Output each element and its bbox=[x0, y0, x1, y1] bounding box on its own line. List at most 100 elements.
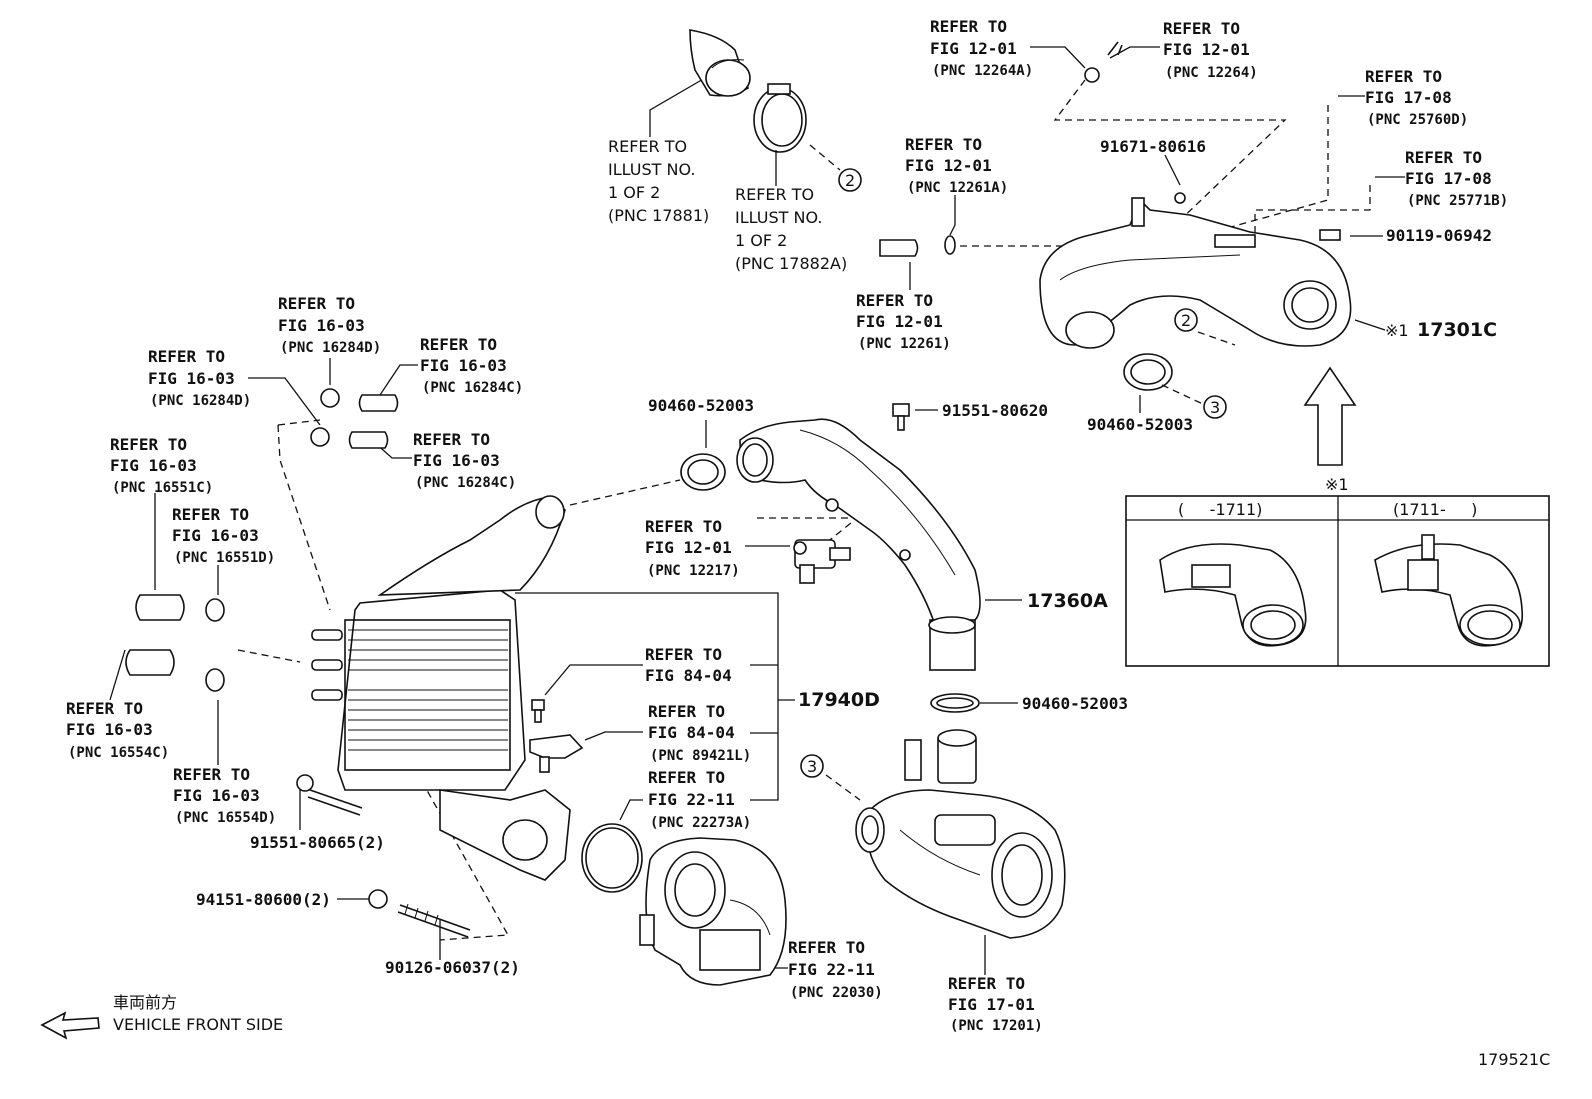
svg-text:REFER TO: REFER TO bbox=[735, 185, 814, 204]
part-number-90460-left: 90460-52003 bbox=[648, 396, 754, 415]
label-fig1603-16551d: REFER TO FIG 16-03 (PNC 16551D) bbox=[172, 505, 275, 566]
svg-text:REFER TO: REFER TO bbox=[172, 505, 249, 524]
svg-text:(PNC 16284D): (PNC 16284D) bbox=[280, 340, 381, 356]
label-fig1603-16554d: REFER TO FIG 16-03 (PNC 16554D) bbox=[173, 765, 276, 826]
part-clamp-lower bbox=[930, 693, 980, 713]
part-number-90119: 90119-06942 bbox=[1386, 226, 1492, 245]
part-clips-top bbox=[1084, 41, 1123, 83]
svg-text:REFER TO: REFER TO bbox=[645, 517, 722, 536]
part-sensor bbox=[529, 734, 584, 773]
part-clamp-middle bbox=[680, 453, 726, 491]
svg-text:(PNC 17881): (PNC 17881) bbox=[608, 206, 709, 225]
label-fig1201-12217: REFER TO FIG 12-01 (PNC 12217) bbox=[645, 517, 740, 579]
direction-label-en: VEHICLE FRONT SIDE bbox=[113, 1015, 283, 1034]
label-fig1701-17201: REFER TO FIG 17-01 (PNC 17201) bbox=[948, 974, 1043, 1034]
svg-text:REFER TO: REFER TO bbox=[948, 974, 1025, 993]
label-fig1201-12264a: REFER TO FIG 12-01 (PNC 12264A) bbox=[930, 17, 1033, 79]
part-clamp-top bbox=[753, 83, 807, 153]
svg-text:(PNC 12264): (PNC 12264) bbox=[1165, 65, 1258, 81]
svg-text:FIG 12-01: FIG 12-01 bbox=[930, 39, 1017, 58]
svg-text:(PNC 16284C): (PNC 16284C) bbox=[422, 380, 523, 396]
svg-text:ILLUST NO.: ILLUST NO. bbox=[608, 160, 695, 179]
svg-text:(PNC 16554C): (PNC 16554C) bbox=[68, 745, 169, 761]
direction-label-jp: 車両前方 bbox=[113, 993, 177, 1012]
part-number-17301c-mark: ※1 bbox=[1385, 321, 1409, 340]
svg-text:FIG 12-01: FIG 12-01 bbox=[856, 312, 943, 331]
label-fig8404-89421l: REFER TO FIG 84-04 (PNC 89421L) bbox=[648, 702, 751, 764]
svg-text:FIG 22-11: FIG 22-11 bbox=[648, 790, 735, 809]
figure-code: 179521C bbox=[1478, 1050, 1550, 1069]
vehicle-front-arrow-icon bbox=[40, 1011, 100, 1040]
part-stud-90126 bbox=[397, 903, 471, 938]
label-fig1603-16284c-b: REFER TO FIG 16-03 (PNC 16284C) bbox=[413, 430, 516, 491]
svg-text:FIG 16-03: FIG 16-03 bbox=[172, 526, 259, 545]
svg-text:REFER TO: REFER TO bbox=[648, 768, 725, 787]
part-hoses-left bbox=[125, 388, 399, 692]
svg-text:REFER TO: REFER TO bbox=[110, 435, 187, 454]
label-fig1603-16284d-b: REFER TO FIG 16-03 (PNC 16284D) bbox=[148, 347, 251, 409]
label-fig1603-16284d-a: REFER TO FIG 16-03 (PNC 16284D) bbox=[278, 294, 381, 356]
part-number-91551-80620: 91551-80620 bbox=[942, 401, 1048, 420]
part-number-91551-80665: 91551-80665(2) bbox=[250, 833, 385, 852]
svg-text:FIG 17-08: FIG 17-08 bbox=[1405, 169, 1492, 188]
inset-header-right: (1711- ) bbox=[1393, 500, 1477, 519]
svg-text:(PNC 17201): (PNC 17201) bbox=[950, 1018, 1043, 1034]
part-clamp-right bbox=[1123, 353, 1173, 391]
part-throttle-body-right bbox=[855, 729, 1066, 939]
part-number-90126: 90126-06037(2) bbox=[385, 958, 520, 977]
part-hoses-small bbox=[879, 235, 956, 257]
part-intake-pipe bbox=[736, 418, 981, 671]
svg-text:REFER TO: REFER TO bbox=[788, 938, 865, 957]
svg-text:(PNC 12217): (PNC 12217) bbox=[647, 563, 740, 579]
callout-2-right: 2 bbox=[1174, 308, 1198, 332]
svg-text:(PNC 25760D): (PNC 25760D) bbox=[1367, 112, 1468, 128]
callout-number: 2 bbox=[845, 171, 855, 190]
svg-text:REFER TO: REFER TO bbox=[148, 347, 225, 366]
label-illust-17881: REFER TO ILLUST NO. 1 OF 2 (PNC 17881) bbox=[608, 137, 709, 225]
svg-text:FIG 16-03: FIG 16-03 bbox=[413, 451, 500, 470]
svg-text:(PNC 12264A): (PNC 12264A) bbox=[932, 63, 1033, 79]
inset-header-left: ( -1711) bbox=[1178, 500, 1262, 519]
svg-text:REFER TO: REFER TO bbox=[66, 699, 143, 718]
svg-text:REFER TO: REFER TO bbox=[1405, 148, 1482, 167]
svg-text:(PNC 17882A): (PNC 17882A) bbox=[735, 254, 847, 273]
label-fig2211-22030: REFER TO FIG 22-11 (PNC 22030) bbox=[788, 938, 883, 1001]
svg-text:REFER TO: REFER TO bbox=[173, 765, 250, 784]
label-fig1603-16554c: REFER TO FIG 16-03 (PNC 16554C) bbox=[66, 699, 169, 761]
svg-text:(PNC 12261A): (PNC 12261A) bbox=[907, 180, 1008, 196]
label-illust-17882a: REFER TO ILLUST NO. 1 OF 2 (PNC 17882A) bbox=[735, 185, 847, 273]
svg-text:REFER TO: REFER TO bbox=[648, 702, 725, 721]
label-fig2211-22273a: REFER TO FIG 22-11 (PNC 22273A) bbox=[648, 768, 751, 831]
svg-text:REFER TO: REFER TO bbox=[856, 291, 933, 310]
svg-text:FIG 16-03: FIG 16-03 bbox=[278, 316, 365, 335]
callout-3-lower: 3 bbox=[800, 754, 824, 778]
label-fig1201-12261a: REFER TO FIG 12-01 (PNC 12261A) bbox=[905, 135, 1008, 196]
callout-number: 2 bbox=[1181, 311, 1191, 330]
svg-text:(PNC 16284D): (PNC 16284D) bbox=[150, 393, 251, 409]
label-fig1708-25771b: REFER TO FIG 17-08 (PNC 25771B) bbox=[1405, 148, 1508, 209]
svg-text:REFER TO: REFER TO bbox=[645, 645, 722, 664]
part-bolt-small bbox=[531, 699, 545, 723]
svg-text:FIG 12-01: FIG 12-01 bbox=[645, 538, 732, 557]
svg-text:FIG 84-04: FIG 84-04 bbox=[648, 723, 735, 742]
svg-text:(PNC 22273A): (PNC 22273A) bbox=[650, 815, 751, 831]
up-arrow bbox=[1303, 366, 1357, 466]
svg-text:(PNC 16551C): (PNC 16551C) bbox=[112, 480, 213, 496]
svg-text:REFER TO: REFER TO bbox=[413, 430, 490, 449]
callout-number: 3 bbox=[807, 757, 817, 776]
svg-text:FIG 12-01: FIG 12-01 bbox=[905, 156, 992, 175]
part-valve-12217 bbox=[793, 539, 851, 584]
inset-box: ※1 ( -1711) (1711- ) bbox=[1125, 475, 1550, 667]
svg-text:FIG 16-03: FIG 16-03 bbox=[420, 356, 507, 375]
svg-text:ILLUST NO.: ILLUST NO. bbox=[735, 208, 822, 227]
svg-text:FIG 16-03: FIG 16-03 bbox=[110, 456, 197, 475]
part-number-17360a: 17360A bbox=[1027, 590, 1108, 612]
svg-text:(PNC 22030): (PNC 22030) bbox=[790, 985, 883, 1001]
part-hose-top bbox=[689, 29, 751, 97]
part-gasket bbox=[581, 823, 643, 893]
svg-text:1 OF 2: 1 OF 2 bbox=[735, 231, 787, 250]
svg-text:1 OF 2: 1 OF 2 bbox=[608, 183, 660, 202]
label-fig1201-12264: REFER TO FIG 12-01 (PNC 12264) bbox=[1163, 19, 1258, 81]
svg-text:FIG 16-03: FIG 16-03 bbox=[148, 369, 235, 388]
